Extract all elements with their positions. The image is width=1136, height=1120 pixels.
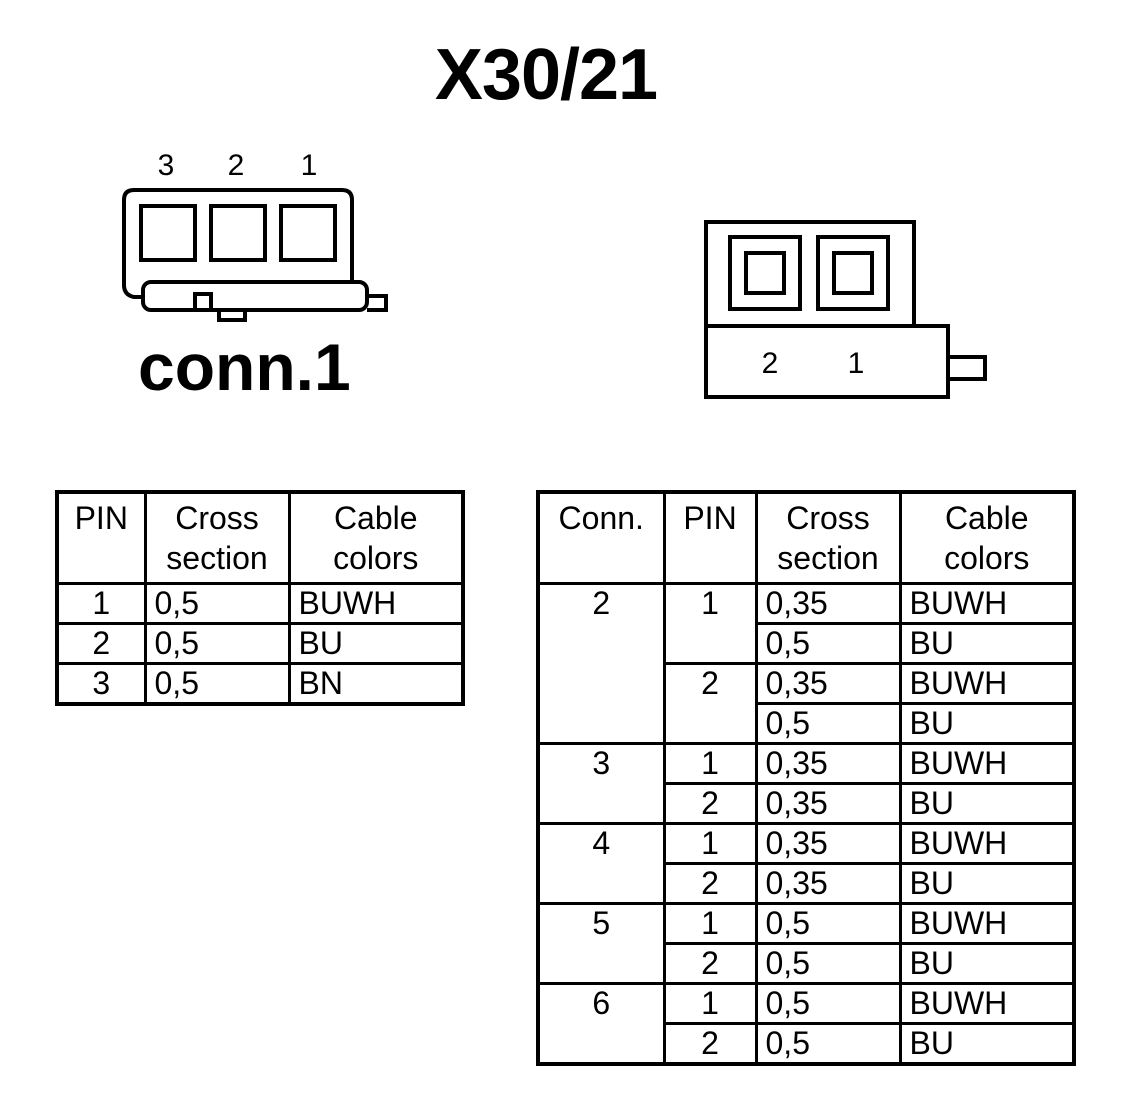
table-row: 2 0,35 BU (538, 862, 1076, 905)
pin-cell: 1 (662, 902, 758, 945)
cable-color-cell: BU (898, 862, 1076, 905)
cable-color-cell: BU (287, 622, 465, 665)
cable-color-cell: BU (898, 1022, 1076, 1066)
pin-cell: 1 (662, 822, 758, 865)
pin-cell: 3 (55, 662, 147, 706)
connector-2-drawing (704, 220, 987, 399)
cross-section-cell: 0,5 (143, 662, 291, 706)
connector-drawings: 3 2 1 conn.1 2 1 (122, 149, 987, 404)
connector-1-pin-1-number: 1 (301, 149, 318, 182)
table-row: 3 0,5 BN (55, 662, 465, 706)
table-row: 2 0,5 BU (538, 1022, 1076, 1066)
cable-color-cell: BUWH (898, 902, 1076, 945)
cross-section-cell: 0,35 (754, 582, 902, 625)
cable-color-cell: BU (898, 702, 1076, 745)
conn-cell: 4 (536, 822, 666, 905)
cable-color-cell: BUWH (898, 822, 1076, 865)
pin-column-header: PIN (55, 490, 147, 585)
table-row: 1 0,5 BUWH (55, 582, 465, 625)
pin-cell: 1 (662, 742, 758, 785)
cable-color-cell: BUWH (898, 582, 1076, 625)
pin-cell: 2 (662, 942, 758, 985)
cable-color-cell: BUWH (898, 662, 1076, 705)
pin-cell: 1 (662, 982, 758, 1025)
cable-color-cell: BUWH (898, 982, 1076, 1025)
cross-section-cell: 0,5 (754, 622, 902, 665)
table-row: 6 1 0,5 BUWH (536, 982, 1076, 1066)
cable-color-cell: BU (898, 782, 1076, 825)
cross-section-cell: 0,5 (754, 1022, 902, 1066)
table-row: 2 0,5 BU (538, 942, 1076, 985)
pin-cell: 1 (55, 582, 147, 625)
table-row: 5 1 0,5 BUWH (536, 902, 1076, 985)
table-row: 3 1 0,35 BUWH (536, 742, 1076, 825)
cross-section-cell: 0,35 (754, 782, 902, 825)
conn-cell: 5 (536, 902, 666, 985)
cable-color-cell: BUWH (898, 742, 1076, 785)
pin-cell: 1 (662, 582, 758, 665)
cable-color-cell: BU (898, 622, 1076, 665)
cross-section-cell: 0,5 (754, 702, 902, 745)
conn-column-header: Conn. (536, 490, 666, 585)
pin-cell: 2 (662, 782, 758, 825)
connector-1-drawing (122, 188, 388, 322)
conn-cell: 2 (536, 582, 666, 745)
cross-section-cell: 0,35 (754, 822, 902, 865)
table-row: 2 0,35 BUWH (538, 662, 1076, 745)
cross-section-cell: 0,35 (754, 862, 902, 905)
cross-section-cell: 0,5 (143, 622, 291, 665)
cable-color-cell: BUWH (287, 582, 465, 625)
connector-2-pin-2-number: 2 (762, 347, 779, 380)
diagram-title: X30/21 (434, 35, 658, 115)
table-row: 2 0,35 BU (538, 782, 1076, 825)
pin-cell: 2 (662, 662, 758, 745)
cross-section-cell: 0,35 (754, 742, 902, 785)
conn-cell: 3 (536, 742, 666, 825)
cross-section-cell: 0,35 (754, 662, 902, 705)
connector-2-pin-1-number: 1 (848, 347, 865, 380)
cross-section-cell: 0,5 (754, 902, 902, 945)
cross-section-cell: 0,5 (754, 942, 902, 985)
table-row: 2 1 0,35 BUWH (536, 582, 1076, 745)
cable-color-cell: BU (898, 942, 1076, 985)
table-row: 0,5 BU (538, 702, 1076, 745)
table-row: 4 1 0,35 BUWH (536, 822, 1076, 905)
pin-column-header: PIN (662, 490, 758, 585)
conn-cell: 6 (536, 982, 666, 1066)
pin-cell: 2 (662, 1022, 758, 1066)
connector-1-pin-3-number: 3 (158, 149, 175, 182)
cross-section-cell: 0,5 (143, 582, 291, 625)
table-row: 0,5 BU (538, 622, 1076, 665)
cable-color-cell: BN (287, 662, 465, 706)
table-row: 2 0,5 BU (55, 622, 465, 665)
pin-cell: 2 (662, 862, 758, 905)
connector-1-pin-2-number: 2 (228, 149, 245, 182)
cross-section-cell: 0,5 (754, 982, 902, 1025)
connector-1-label: conn.1 (138, 330, 351, 404)
pin-cell: 2 (55, 622, 147, 665)
